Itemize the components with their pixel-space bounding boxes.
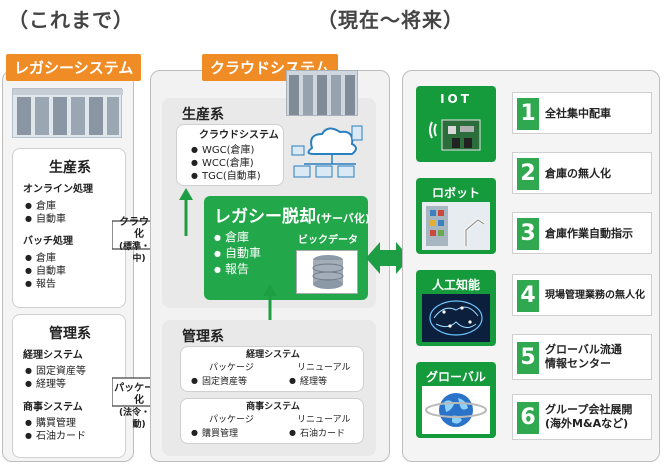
result-row-3: 3 倉庫作業自動指示	[512, 212, 652, 254]
legacy-exit-title-main: レガシー脱却	[214, 207, 316, 227]
cloud-system-title: クラウドシステム	[199, 130, 279, 141]
cloudify-label: クラウド化 (標準・集中)	[114, 214, 164, 268]
up-arrow	[179, 188, 193, 236]
batch-item: 倉庫	[25, 251, 56, 265]
legacy-exit-item: 自動車	[214, 246, 261, 261]
legacy-exit-item: 報告	[214, 262, 249, 277]
trend-tile-global: グローバル	[416, 362, 496, 438]
cloud-commerce-card: 商事システム パッケージ 購買管理 リニューアル 石油カード	[180, 398, 364, 444]
accounting-system-title: 経理システム	[23, 350, 83, 361]
result-number: 3	[517, 218, 539, 250]
result-number: 6	[517, 402, 539, 434]
result-text: グローバル流通	[545, 343, 622, 356]
cloud-accounting-left-head: パッケージ	[209, 363, 254, 373]
result-row-2: 2 倉庫の無人化	[512, 152, 652, 194]
batch-process-title: バッチ処理	[23, 236, 73, 247]
past-heading: （これまで）	[8, 8, 134, 32]
cloud-system-card: クラウドシステム WGC(倉庫) WCC(倉庫) TGC(自動車)	[176, 124, 284, 186]
online-item: 倉庫	[25, 199, 56, 213]
server-room-image	[12, 88, 123, 138]
trend-label: ロボット	[431, 186, 480, 200]
result-text: 現場管理業務の無人化	[545, 290, 645, 301]
result-row-1: 1 全社集中配車	[512, 92, 652, 134]
legacy-exit-title-suffix: (サーバ化)	[316, 212, 370, 225]
trend-label: 人工知能	[431, 278, 480, 292]
cloudify-line-1: クラウド化	[119, 217, 159, 240]
legacy-tag: レガシーシステム	[6, 54, 142, 81]
legacy-exit-box: レガシー脱却(サーバ化) 倉庫 自動車 報告 ビックデータ	[204, 196, 370, 300]
cloud-item: WGC(倉庫)	[191, 143, 254, 157]
accounting-item: 固定資産等	[25, 364, 86, 378]
result-text: (海外M&Aなど)	[545, 417, 629, 430]
commerce-item: 石油カード	[25, 429, 86, 443]
trend-label: IOT	[440, 92, 472, 106]
future-heading: （現在～将来）	[317, 8, 464, 32]
cloudify-line-2: (標準・集中)	[118, 242, 160, 264]
database-box	[296, 250, 358, 294]
cloud-accounting-left-item: 固定資産等	[191, 375, 247, 388]
cloud-commerce-right-item: 石油カード	[289, 427, 345, 440]
cloud-production-title: 生産系	[182, 107, 224, 123]
result-number: 4	[517, 280, 539, 312]
trend-tile-ai: 人工知能	[416, 270, 496, 346]
cloud-commerce-right-head: リニューアル	[297, 415, 351, 425]
legacy-exit-title: レガシー脱却(サーバ化)	[214, 202, 370, 227]
online-process-title: オンライン処理	[23, 184, 93, 195]
iot-board-icon	[429, 119, 481, 151]
legacy-management-card: 管理系 経理システム 固定資産等 経理等 商事システム 購買管理 石油カード	[12, 314, 126, 458]
bigdata-label: ビックデータ	[298, 235, 358, 246]
result-text: 倉庫作業自動指示	[545, 227, 633, 240]
result-row-5: 5 グローバル流通 情報センター	[512, 334, 652, 380]
database-icon	[312, 255, 344, 289]
commerce-item: 購買管理	[25, 416, 76, 430]
batch-item: 自動車	[25, 264, 66, 278]
legacy-production-title: 生産系	[49, 160, 91, 176]
trend-tile-robot: ロボット	[416, 178, 496, 254]
result-row-4: 4 現場管理業務の無人化	[512, 274, 652, 316]
legacy-production-card: 生産系 オンライン処理 倉庫 自動車 バッチ処理 倉庫 自動車 報告	[12, 148, 126, 308]
result-text: 情報センター	[545, 357, 611, 370]
cloud-item: TGC(自動車)	[191, 169, 261, 183]
cloud-accounting-right-head: リニューアル	[297, 363, 351, 373]
horizontal-double-arrow	[366, 242, 410, 274]
accounting-item: 経理等	[25, 377, 66, 391]
brain-icon	[422, 294, 490, 342]
cloud-commerce-left-item: 購買管理	[191, 427, 238, 440]
result-number: 1	[517, 98, 539, 130]
result-number: 2	[517, 158, 539, 190]
cloud-item: WCC(倉庫)	[191, 156, 254, 170]
cloud-network-icon	[291, 125, 363, 178]
cloud-accounting-card: 経理システム パッケージ 固定資産等 リニューアル 経理等	[180, 346, 364, 392]
cloud-accounting-right-item: 経理等	[289, 375, 327, 388]
result-text: グループ会社展開	[545, 403, 633, 416]
result-text: 倉庫の無人化	[545, 167, 611, 180]
trend-tile-iot: IOT	[416, 86, 496, 162]
result-text: 全社集中配車	[545, 107, 611, 120]
commerce-system-title: 商事システム	[23, 402, 83, 413]
robot-icon	[422, 202, 490, 250]
batch-item: 報告	[25, 277, 56, 291]
cloud-commerce-title: 商事システム	[246, 402, 300, 412]
legacy-management-title: 管理系	[49, 326, 91, 342]
datacenter-image	[286, 70, 358, 116]
packagify-label: パッケージ化 (法令・自動)	[112, 380, 166, 434]
packagify-line-1: パッケージ化	[114, 383, 164, 406]
result-row-6: 6 グループ会社展開 (海外M&Aなど)	[512, 394, 652, 440]
legacy-exit-item: 倉庫	[214, 230, 249, 245]
trend-label: グローバル	[426, 370, 486, 384]
cloud-commerce-left-head: パッケージ	[209, 415, 254, 425]
online-item: 自動車	[25, 212, 66, 226]
result-number: 5	[517, 342, 539, 374]
cloud-management-title: 管理系	[182, 329, 224, 345]
cloud-accounting-title: 経理システム	[246, 350, 300, 360]
globe-icon	[422, 386, 490, 434]
packagify-line-2: (法令・自動)	[118, 408, 160, 430]
